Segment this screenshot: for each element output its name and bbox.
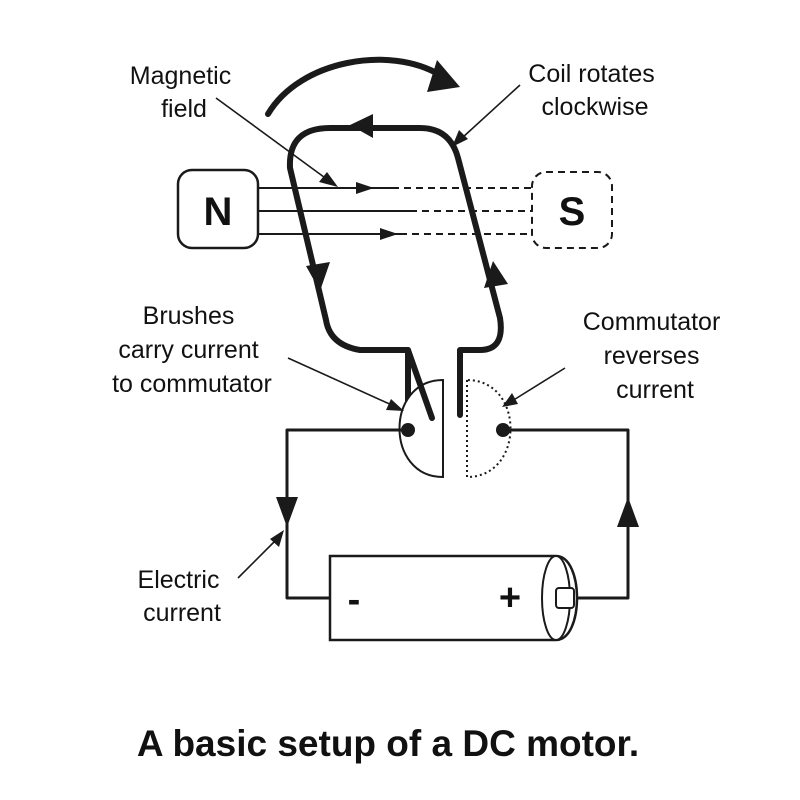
commutator: [398, 347, 512, 479]
leader-lines: [215, 84, 566, 579]
battery-positive-label: +: [499, 577, 521, 619]
electric-current-label: Electric current: [138, 566, 227, 627]
brush-contact-left: [401, 423, 415, 437]
diagram-title: A basic setup of a DC motor.: [137, 723, 639, 764]
current-direction-arrow-icon: [276, 497, 298, 527]
north-pole-magnet: N: [176, 168, 260, 250]
field-arrow-icon: [380, 228, 398, 240]
coil-current-arrow-icon: [484, 261, 508, 288]
magnetic-field-label: Magnetic field: [130, 62, 238, 123]
north-pole-label: N: [204, 190, 233, 234]
commutator-label: Commutator reverses current: [583, 308, 728, 404]
battery-negative-label: -: [348, 579, 361, 621]
battery-icon: - +: [328, 554, 579, 642]
current-direction-arrow-icon: [617, 497, 639, 527]
brush-contact-right: [496, 423, 510, 437]
field-arrow-icon: [356, 182, 374, 194]
external-circuit: [276, 428, 639, 600]
south-pole-magnet: S: [531, 171, 613, 249]
south-pole-label: S: [559, 190, 586, 234]
coil-current-arrow-icon: [350, 114, 373, 138]
coil-rotates-label: Coil rotates clockwise: [528, 60, 661, 121]
rotation-arrow-icon: [265, 56, 460, 117]
coil-current-arrow-icon: [306, 262, 330, 291]
armature-coil: [286, 114, 508, 418]
brushes-label: Brushes carry current to commutator: [112, 302, 272, 398]
